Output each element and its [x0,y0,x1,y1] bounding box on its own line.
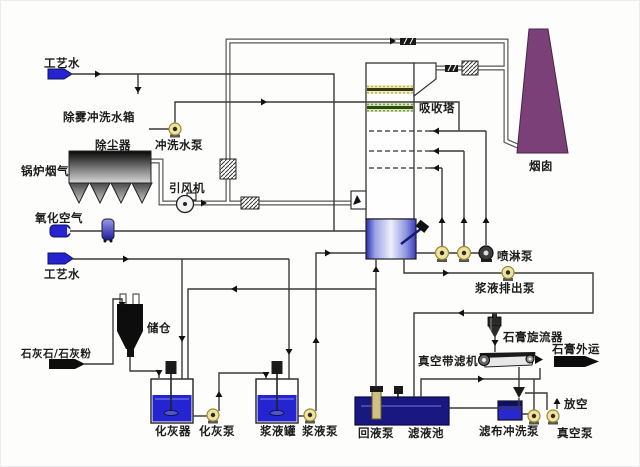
label-absorber-tower: 吸收塔 [419,101,455,115]
label-slurry-tank: 浆液罐 [260,424,296,438]
label-spray-pump: 喷淋泵 [497,249,533,263]
flue-gas-ducts [151,38,521,206]
cake-discharge-arrow-icon [535,355,543,364]
label-vent: 放空 [563,397,588,411]
bypass-damper-icon [219,158,237,180]
label-chimney: 烟囱 [529,159,553,173]
dust-collector [68,150,153,205]
label-lime-slaker: 化灰器 [155,424,191,438]
absorber-tower [350,62,437,260]
label-process-water-mid: 工艺水 [44,267,80,281]
absorber-outlet-transition [413,62,437,98]
label-slurry-pump: 浆液泵 [302,424,338,438]
label-cloth-flush-pump: 滤布冲洗泵 [479,424,539,438]
filtrate-pool [354,396,450,426]
label-demister-flush-tank: 除雾冲洗水箱 [63,110,135,124]
oxidation-blower [101,218,115,243]
oxidation-air-capsule-icon [49,224,73,238]
label-storage-silo: 储仓 [147,321,171,335]
label-gypsum-cyclone: 石膏旋流器 [502,330,563,344]
label-return-liquid-pump: 回液泵 [358,426,394,440]
filtrate-receiver-funnel [513,387,525,398]
chimney-stack [516,28,569,154]
cloth-wash-tank [497,400,523,421]
spray-pump-1-icon [434,245,450,262]
cloth-flush-pump-icon [527,409,541,425]
limestone-arrow-icon [49,359,85,369]
fan-outlet-damper-icon [240,196,260,210]
slurry-tank [255,361,299,424]
slurry-pump-icon [303,408,317,424]
dampers [219,37,479,210]
label-boiler-flue-gas: 锅炉烟气 [21,164,69,178]
label-slurry-discharge-pump: 浆液排出泵 [475,281,535,295]
spray-pump-3-icon [478,245,494,262]
gypsum-out-arrow-icon [554,356,599,367]
label-filtrate-pool: 滤液池 [408,426,444,440]
label-process-water-top: 工艺水 [44,56,80,70]
label-gypsum-out: 石膏外运 [551,342,600,356]
label-vacuum-pump: 真空泵 [557,426,593,440]
process-water-top-arrow-icon [47,68,73,80]
gas-inlet-box [350,190,367,210]
slurry-discharge-pump-icon [501,265,515,281]
vacuum-pump-icon [546,409,560,425]
return-liquid-pump-body [370,386,383,420]
demister-layer-lower [367,103,413,112]
label-vacuum-belt-filter: 真空带滤机 [418,354,478,368]
lime-slurry-pump-icon [206,408,220,424]
sump-side-agitator [400,219,430,245]
label-lime-slurry-pump: 化灰泵 [199,424,235,438]
bypass-flex-joint-icon [400,37,416,45]
label-limestone: 石灰石/石灰粉 [20,347,91,360]
spray-pump-2-icon [456,245,472,262]
outlet-duct-damper-icon [461,60,479,76]
outlet-flex-joint-icon [445,64,458,72]
process-water-mid-arrow-icon [47,252,74,265]
spray-headers [369,130,429,169]
flow-arrows [95,37,561,404]
lime-slaker-tank [150,361,194,424]
pool-level-gauge [394,386,403,399]
id-fan [175,192,197,214]
vacuum-belt-filter [478,352,543,398]
flush-water-pump-icon [168,122,182,138]
label-id-fan: 引风机 [169,181,205,195]
label-dust-collector: 除尘器 [95,138,131,152]
label-flush-water-pump: 冲洗水泵 [155,138,203,152]
diagram-labels: 工艺水 除雾冲洗水箱 冲洗水泵 除尘器 锅炉烟气 引风机 氧化空气 工艺水 石灰… [20,56,600,440]
pumps [168,122,560,425]
label-oxidation-air: 氧化空气 [34,211,83,225]
demister-layer-upper [367,85,413,94]
